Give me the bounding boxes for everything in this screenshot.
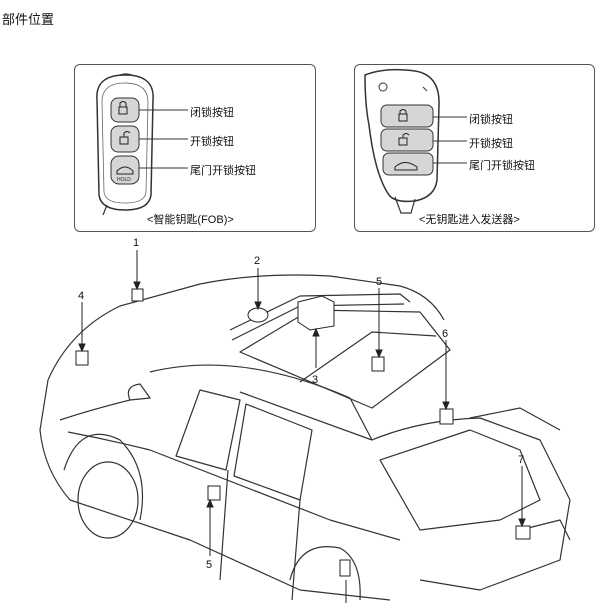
keyless-transmitter-panel: 闭锁按钮 开锁按钮 尾门开锁按钮 <无钥匙进入发送器> — [354, 64, 595, 232]
callout-7: 7 — [518, 454, 524, 466]
callout-6: 6 — [442, 328, 448, 340]
keyless-lock-label: 闭锁按钮 — [469, 114, 513, 126]
keyless-unlock-button — [380, 128, 434, 152]
fob-caption: <智能钥匙(FOB)> — [147, 214, 234, 226]
keyless-lock-button — [380, 104, 434, 128]
antenna-6-module — [439, 408, 454, 425]
fob-unlock-label: 开锁按钮 — [190, 136, 234, 148]
fob-tailgate-button: HOLD — [110, 155, 140, 185]
callout-4: 4 — [78, 290, 84, 302]
callout-5-door: 5 — [206, 559, 212, 571]
page-title: 部件位置 — [2, 12, 55, 27]
smart-key-unit-3 — [297, 295, 335, 331]
callout-2: 2 — [254, 255, 260, 267]
tailgate-icon — [116, 166, 134, 175]
door-handle-rear-module — [339, 559, 351, 577]
keyless-caption: <无钥匙进入发送器> — [419, 214, 520, 226]
smart-key-panel: HOLD 闭锁按钮 开锁按钮 尾门开锁按钮 <智能钥匙(FOB)> — [74, 64, 316, 232]
callout-3: 3 — [312, 374, 318, 386]
door-handle-5-module — [207, 485, 221, 501]
callout-5-roof: 5 — [376, 276, 382, 288]
tailgate-icon — [394, 162, 418, 171]
antenna-1-module — [131, 288, 144, 302]
antenna-5-roof-module — [371, 356, 385, 372]
keyless-unlock-label: 开锁按钮 — [469, 138, 513, 150]
lock-icon — [118, 106, 128, 115]
callout-1: 1 — [133, 237, 139, 249]
keyless-tailgate-button — [382, 152, 434, 176]
fob-tailgate-label: 尾门开锁按钮 — [190, 165, 256, 177]
antenna-4-module — [75, 350, 89, 366]
fob-lock-label: 闭锁按钮 — [190, 107, 234, 119]
hold-text: HOLD — [117, 177, 131, 183]
keyless-transmitter-illustration — [364, 68, 467, 214]
lock-icon — [398, 113, 408, 122]
smart-key-illustration: HOLD — [96, 73, 188, 216]
tailgate-button-7-module — [515, 525, 531, 540]
keyless-tailgate-label: 尾门开锁按钮 — [469, 160, 535, 172]
fob-unlock-button — [110, 125, 140, 153]
